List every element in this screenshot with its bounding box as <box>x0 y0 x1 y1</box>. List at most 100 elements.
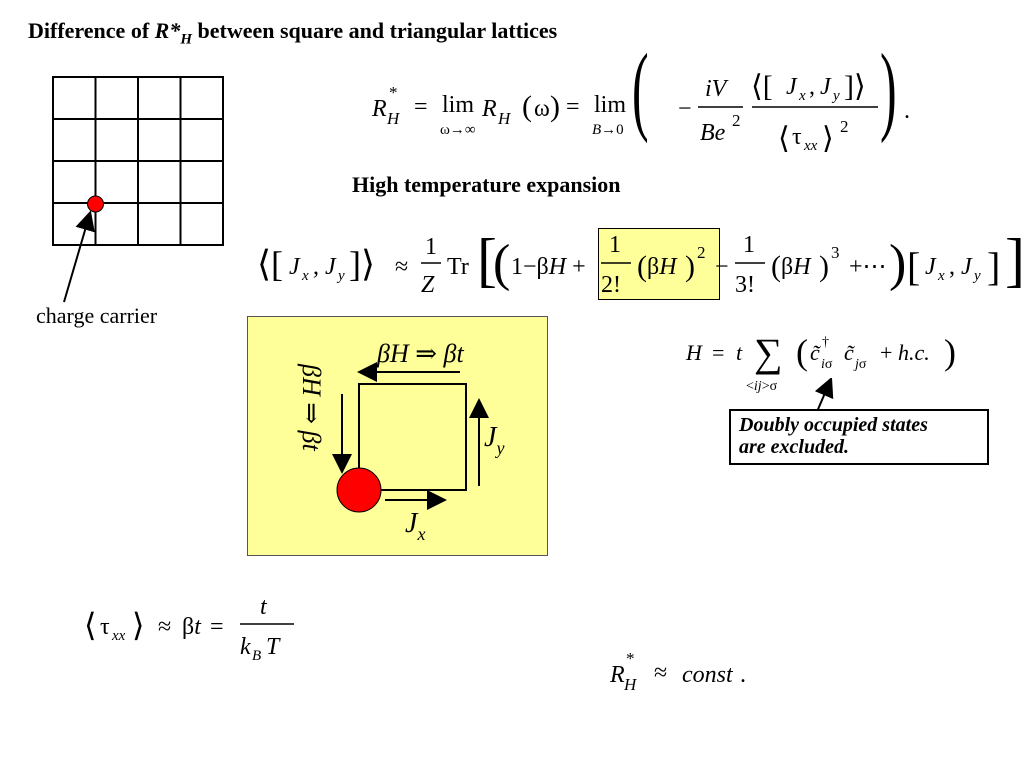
svg-text:J: J <box>925 254 937 280</box>
doubly-occupied-callout: Doubly occupied states are excluded. <box>729 409 989 465</box>
svg-text:): ) <box>819 250 829 283</box>
equation-hall-constant: R * H ≈ const . <box>609 649 746 694</box>
svg-text:+: + <box>880 340 892 365</box>
svg-text:.: . <box>904 98 910 124</box>
svg-text:h.c.: h.c. <box>898 340 930 365</box>
svg-text:*: * <box>389 83 398 102</box>
equation-hamiltonian: H = t ∑ <ij>σ ( c̃ iσ † c̃ jσ + h.c. ) <box>685 330 956 394</box>
svg-text:βt: βt <box>182 614 202 640</box>
svg-text:Be: Be <box>700 120 726 146</box>
svg-text:k: k <box>240 634 251 660</box>
svg-text:B: B <box>252 648 261 664</box>
charge-carrier-dot <box>87 195 104 213</box>
svg-text:−: − <box>715 254 729 280</box>
svg-text:H: H <box>623 675 638 694</box>
svg-text:βH: βH <box>781 254 812 280</box>
high-temperature-heading: High temperature expansion <box>352 172 621 197</box>
charge-carrier-arrow <box>63 210 95 303</box>
svg-text:J: J <box>289 254 301 280</box>
charge-carrier-label: charge carrier <box>36 303 158 328</box>
svg-text:=: = <box>712 340 724 365</box>
svg-text:2!: 2! <box>601 272 621 298</box>
svg-text:(: ( <box>771 250 781 283</box>
svg-text:x: x <box>937 268 945 284</box>
svg-text:(: ( <box>493 235 510 292</box>
svg-text:): ) <box>944 332 956 372</box>
jx-label: J <box>405 508 419 539</box>
svg-text:(: ( <box>522 90 532 123</box>
svg-text:t: t <box>736 340 743 365</box>
svg-text:J: J <box>820 74 832 100</box>
svg-text:(: ( <box>632 50 649 145</box>
square-lattice-grid <box>52 76 224 246</box>
svg-text:†: † <box>822 335 829 350</box>
callout-line-1: Doubly occupied states <box>739 414 928 436</box>
svg-text:T: T <box>266 634 281 660</box>
svg-text:xx: xx <box>111 628 126 644</box>
svg-text:x: x <box>301 268 309 284</box>
svg-text:): ) <box>889 235 906 292</box>
svg-text:J: J <box>325 254 337 280</box>
svg-text:Jx: Jx <box>405 508 425 544</box>
svg-text:]⟩: ]⟩ <box>844 70 866 103</box>
svg-text:xx: xx <box>803 138 818 154</box>
equation-relaxation-time: ⟨ τ xx ⟩ ≈ βt = t k B T <box>84 594 294 664</box>
svg-text:∑: ∑ <box>754 330 783 375</box>
svg-text:jσ: jσ <box>853 357 867 372</box>
jy-label: J <box>484 422 498 453</box>
svg-text:.: . <box>740 662 746 688</box>
svg-text:y: y <box>336 268 345 284</box>
svg-text:x: x <box>798 88 806 104</box>
svg-text:=: = <box>210 614 224 640</box>
second-order-term-highlight <box>598 228 720 300</box>
svg-text:1: 1 <box>425 234 437 260</box>
svg-text:2: 2 <box>840 117 849 136</box>
svg-text:<ij>σ: <ij>σ <box>746 379 778 394</box>
svg-text:⟩: ⟩ <box>132 607 144 643</box>
svg-text:,: , <box>949 254 955 280</box>
svg-text:H: H <box>497 109 512 128</box>
diagram-side-label: βH ⇒ βt <box>297 363 326 451</box>
svg-text:R: R <box>609 662 625 688</box>
svg-text:ω: ω <box>534 96 550 122</box>
svg-text:const: const <box>682 662 734 688</box>
svg-text:): ) <box>550 90 560 123</box>
svg-text:1: 1 <box>609 232 621 258</box>
svg-text:,: , <box>809 74 815 100</box>
plaquette-diagram-box <box>247 316 548 556</box>
svg-text:]⟩: ]⟩ <box>349 244 375 284</box>
svg-text:): ) <box>880 50 897 145</box>
svg-text:Z: Z <box>421 272 435 298</box>
svg-text:(: ( <box>637 250 647 283</box>
svg-text:=: = <box>414 94 428 120</box>
callout-line-2: are excluded. <box>739 436 849 458</box>
svg-text:t: t <box>260 594 268 620</box>
slide-title: Difference of R*H between square and tri… <box>28 18 558 48</box>
svg-text:iV: iV <box>705 76 729 102</box>
svg-text:R: R <box>481 96 497 122</box>
svg-text:βH: βH <box>647 254 678 280</box>
svg-text:=: = <box>566 94 580 120</box>
diagram-top-label: βH ⇒ βt <box>376 339 464 368</box>
svg-text:Jy: Jy <box>484 422 504 458</box>
equation-hall-coefficient-limit: R * H = lim ω→∞ R H ( ω ) = lim B→0 ( − … <box>371 50 910 155</box>
svg-text:R: R <box>371 96 387 122</box>
svg-text:2: 2 <box>697 243 706 262</box>
svg-text:]: ] <box>1005 227 1024 293</box>
svg-text:H: H <box>386 109 401 128</box>
svg-text:⟩: ⟩ <box>822 122 834 155</box>
svg-text:B→0: B→0 <box>592 122 624 138</box>
svg-text:Tr: Tr <box>447 254 469 280</box>
svg-text:≈: ≈ <box>395 254 408 280</box>
svg-text:⟨: ⟨ <box>778 122 790 155</box>
svg-text:,: , <box>313 254 319 280</box>
svg-text:[: [ <box>907 244 920 289</box>
svg-text:τ: τ <box>792 124 802 150</box>
svg-text:−: − <box>678 96 692 122</box>
equation-high-temperature-expansion: ⟨[ J x , J y ]⟩ ≈ 1 Z Tr [ ( 1−βH + 1 2!… <box>257 227 1024 298</box>
svg-text:⟨[: ⟨[ <box>257 244 283 284</box>
svg-text:c̃: c̃ <box>810 340 821 365</box>
svg-text:3: 3 <box>831 243 840 262</box>
svg-text:H: H <box>685 340 703 365</box>
svg-text:J: J <box>786 74 798 100</box>
